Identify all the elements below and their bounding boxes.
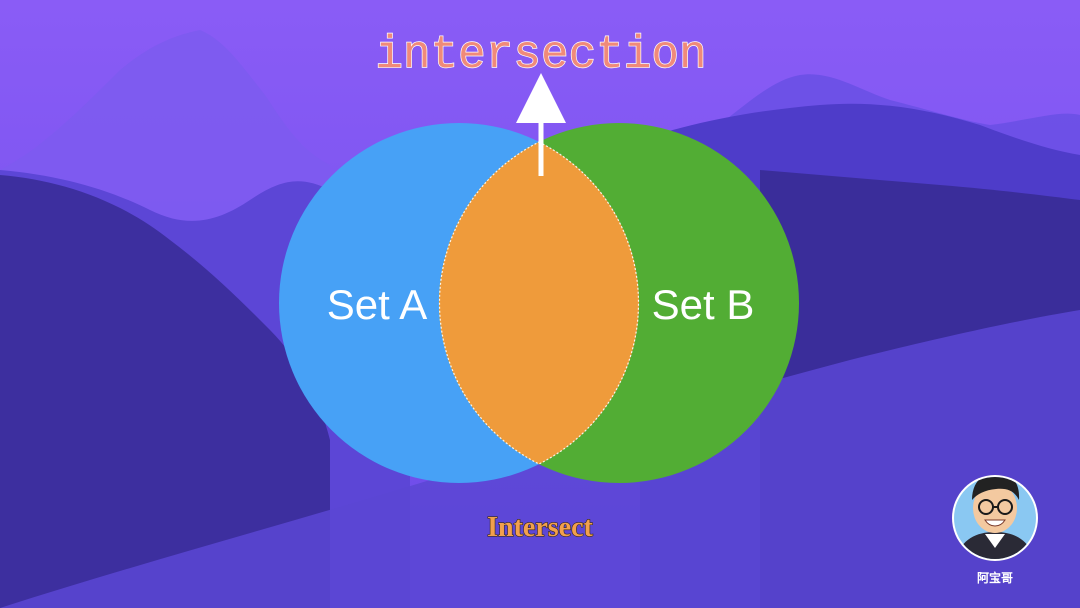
- intersect-caption: Intersect: [487, 512, 593, 543]
- set-b-label: Set B: [652, 281, 755, 328]
- set-a-label: Set A: [327, 281, 427, 328]
- mountain-front-left: [0, 175, 330, 608]
- intersection-region: [439, 123, 639, 483]
- intersection-title: intersection: [375, 29, 706, 81]
- avatar: 阿宝哥: [952, 475, 1038, 585]
- avatar-caption: 阿宝哥: [977, 570, 1013, 585]
- intersection-outline: [438, 141, 640, 465]
